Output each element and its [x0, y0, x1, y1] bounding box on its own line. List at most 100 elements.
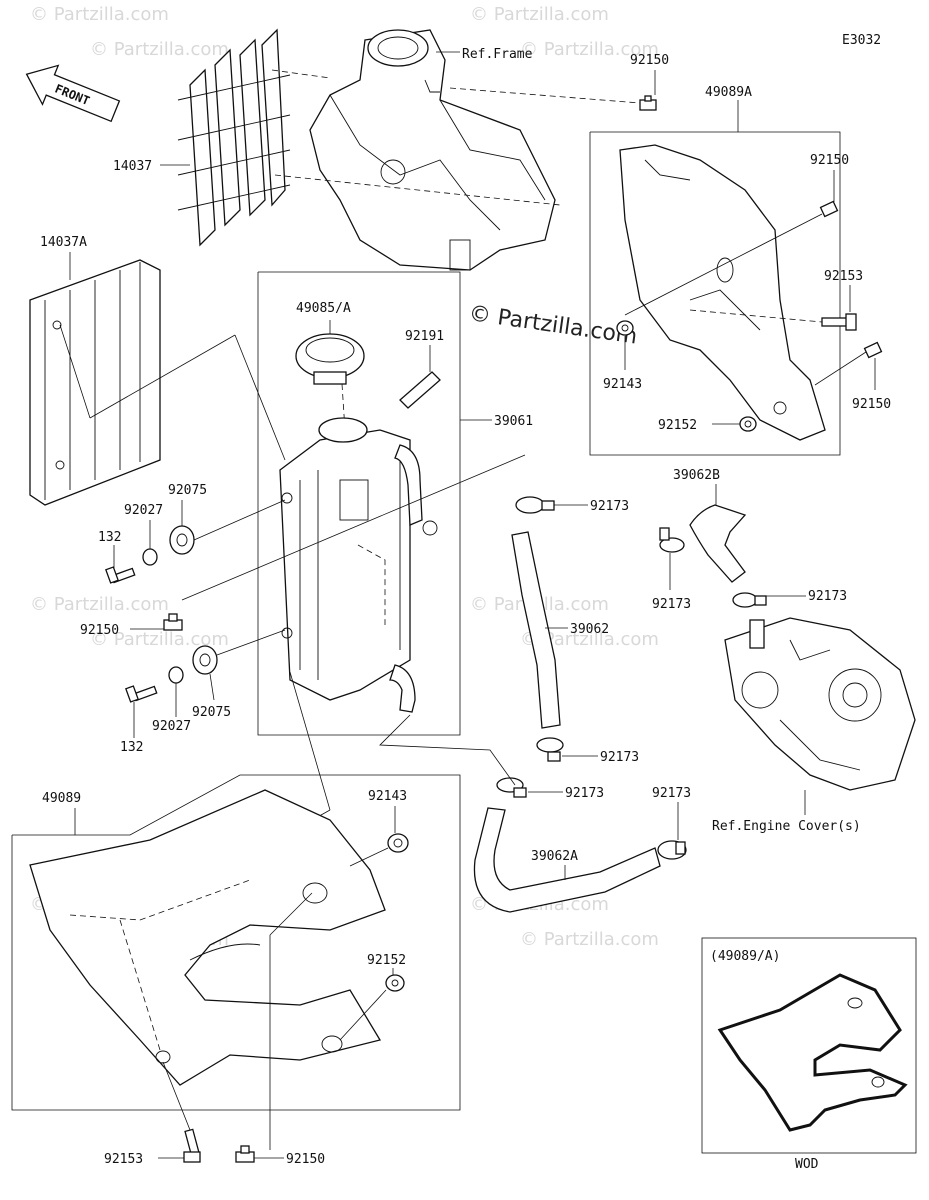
part-label-92152-shroud: 92152	[367, 953, 406, 968]
bolt-132-top	[105, 566, 136, 584]
bolt-92150-left	[163, 613, 183, 631]
leader	[89, 334, 236, 419]
bolt-92153-shroud-a	[821, 313, 857, 331]
shroud-49089	[29, 789, 386, 1086]
clamp-92173-c	[732, 592, 767, 608]
leader	[624, 213, 823, 316]
part-label-132-bottom: 132	[120, 740, 143, 755]
ref-frame-label: Ref.Frame	[462, 47, 533, 62]
watermark: © Partzilla.com	[520, 929, 659, 950]
leader	[216, 629, 286, 656]
radiator-cap-49085A	[295, 333, 365, 385]
part-label-92143-shroud: 92143	[368, 789, 407, 804]
inset-box	[701, 937, 917, 1154]
bolt-92150-shroud-a	[819, 200, 839, 218]
part-label-92027-bottom: 92027	[152, 719, 191, 734]
grommet-92075-bottom	[192, 645, 218, 675]
part-label-14037: 14037	[113, 159, 152, 174]
leader	[59, 324, 91, 419]
shroud-box	[11, 774, 461, 1111]
part-label-39061: 39061	[494, 414, 533, 429]
watermark: © Partzilla.com	[470, 4, 609, 25]
leader	[269, 892, 313, 936]
watermark: © Partzilla.com	[30, 4, 169, 25]
clamp-92173-d	[536, 737, 564, 762]
bolt-92150-top	[639, 95, 657, 111]
hose-39062B	[689, 504, 747, 583]
part-label-92027-top: 92027	[124, 503, 163, 518]
washer-92027-top	[142, 548, 158, 566]
collar-92152	[385, 974, 405, 992]
inset-title: (49089/A)	[710, 949, 780, 964]
radiator-39061	[279, 417, 438, 713]
leader	[209, 673, 215, 701]
ref-engine-cover-label: Ref.Engine Cover(s)	[712, 819, 861, 834]
watermark: © Partzilla.com	[520, 629, 659, 650]
part-label-92150-shroud-a: 92150	[810, 153, 849, 168]
leader	[289, 671, 331, 811]
clamp-92173-a	[515, 496, 555, 514]
watermark: © Partzilla.com	[520, 39, 659, 60]
part-label-92173-d: 92173	[600, 750, 639, 765]
leader	[234, 334, 286, 461]
part-label-49089A: 49089A	[705, 85, 752, 100]
part-label-92075-top: 92075	[168, 483, 207, 498]
clamp-92173-e	[496, 777, 527, 798]
part-label-14037A: 14037A	[40, 235, 87, 250]
leader	[814, 351, 867, 386]
collar-92143	[387, 833, 409, 853]
washer-92027-bottom	[168, 666, 184, 684]
radiator-guard-14037	[177, 28, 291, 247]
diagram-code: E3032	[842, 33, 881, 48]
shroud-49089A	[619, 144, 826, 441]
part-label-92173-e: 92173	[565, 786, 604, 801]
part-label-92173-a: 92173	[590, 499, 629, 514]
center-watermark: © Partzilla.com	[467, 301, 639, 349]
part-label-92173-b: 92173	[652, 597, 691, 612]
leader	[339, 989, 387, 1041]
part-label-92143-shroud-a: 92143	[603, 377, 642, 392]
bolt-132-bottom	[125, 685, 158, 703]
leader	[449, 87, 641, 104]
bolt-92153-shroud	[183, 1128, 201, 1163]
leader	[181, 454, 526, 601]
clamp-92173-b	[659, 527, 685, 553]
part-label-92153-shroud-a: 92153	[824, 269, 863, 284]
frame	[309, 29, 556, 271]
watermark: © Partzilla.com	[90, 629, 229, 650]
part-label-92150-shroud-a-low: 92150	[852, 397, 891, 412]
part-label-92150-shroud: 92150	[286, 1152, 325, 1167]
leader	[274, 174, 561, 206]
part-label-92150-left: 92150	[80, 623, 119, 638]
hose-39062A	[473, 807, 661, 913]
watermark: © Partzilla.com	[30, 594, 169, 615]
leader	[162, 1061, 191, 1131]
part-label-39062A: 39062A	[531, 849, 578, 864]
inset-shroud-wod	[717, 973, 908, 1132]
hose-39062	[511, 531, 561, 729]
part-label-132-top: 132	[98, 530, 121, 545]
leader	[349, 847, 389, 867]
part-label-92173-f: 92173	[652, 786, 691, 801]
overflow-tube-92191	[399, 371, 441, 409]
inset-note: WOD	[795, 1157, 819, 1172]
leader	[341, 383, 346, 431]
part-label-92191: 92191	[405, 329, 444, 344]
bolt-92150-shroud-a-low	[863, 341, 883, 359]
bolt-92150-shroud	[235, 1145, 255, 1163]
engine-cover	[724, 617, 916, 791]
part-label-92173-c: 92173	[808, 589, 847, 604]
radiator-box	[257, 271, 461, 736]
collar-92143-shroud-a	[616, 320, 634, 336]
part-label-49085A: 49085/A	[296, 301, 351, 316]
grommet-92075-top	[169, 525, 195, 555]
part-label-92152-shroud-a: 92152	[658, 418, 697, 433]
part-label-49089: 49089	[42, 791, 81, 806]
leader	[379, 714, 516, 786]
part-label-92150-top: 92150	[630, 53, 669, 68]
front-arrow: FRONT	[25, 64, 121, 123]
part-label-92075-bottom: 92075	[192, 705, 231, 720]
leader	[689, 309, 823, 323]
watermark: © Partzilla.com	[90, 39, 229, 60]
